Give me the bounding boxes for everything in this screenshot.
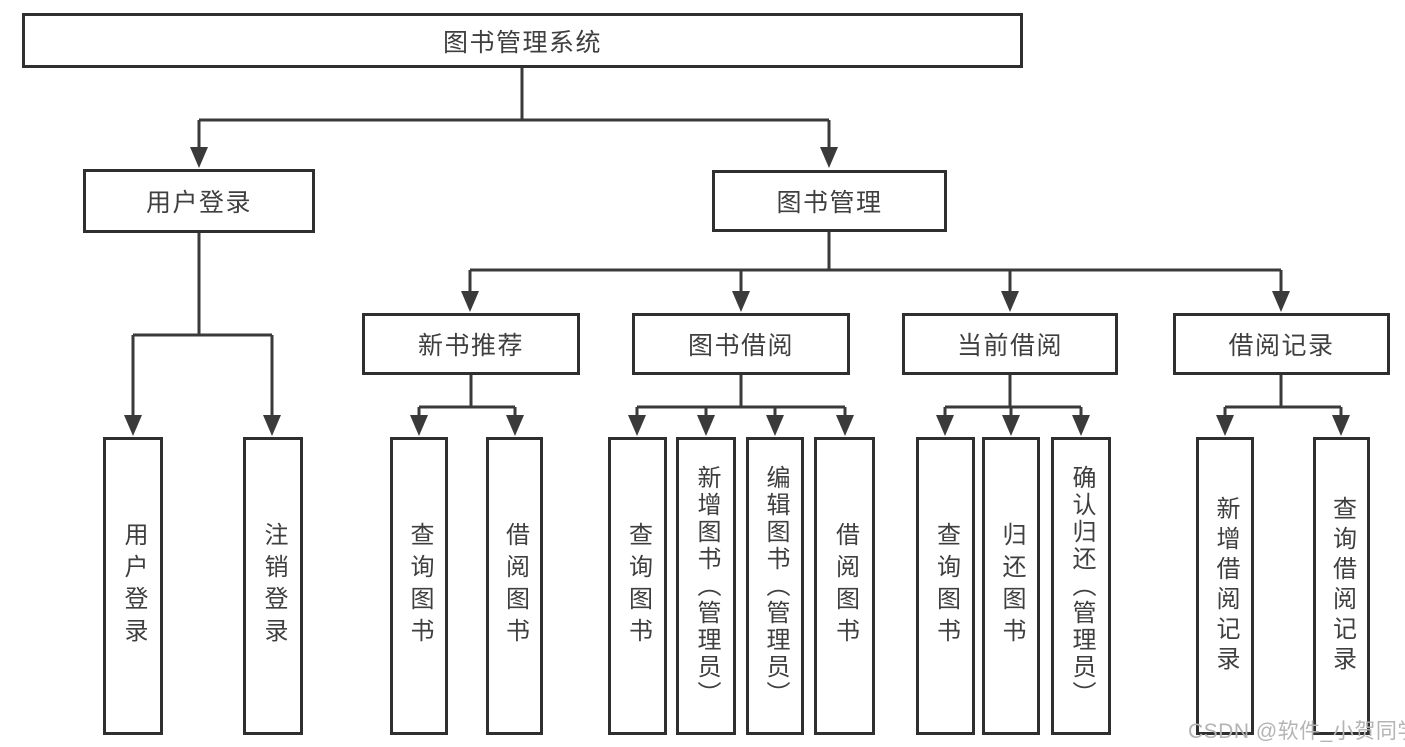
leaf-borrow-query-book-label: 查询图书 [624, 522, 652, 650]
leaf-borrow-edit-book-admin: 编辑图书（管理员） [746, 437, 804, 735]
leaf-borrow-edit-book-admin-label: 编辑图书（管理员） [762, 464, 789, 708]
node-user-login: 用户登录 [83, 169, 315, 233]
leaf-user-login-label: 用户登录 [120, 522, 147, 650]
leaf-records-query-record: 查询借阅记录 [1313, 437, 1370, 735]
node-borrow-records: 借阅记录 [1173, 313, 1390, 375]
leaf-current-return-book-label: 归还图书 [998, 522, 1025, 650]
node-root: 图书管理系统 [22, 13, 1023, 68]
leaf-borrow-borrow-book-label: 借阅图书 [831, 522, 859, 650]
leaf-current-confirm-return-admin: 确认归还（管理员） [1051, 437, 1111, 735]
leaf-records-add-record-label: 新增借阅记录 [1212, 496, 1239, 676]
node-current-borrow: 当前借阅 [902, 313, 1118, 375]
leaf-current-query-book-label: 查询图书 [932, 522, 960, 650]
leaf-recommend-query-book: 查询图书 [390, 437, 448, 735]
leaf-recommend-query-book-label: 查询图书 [406, 522, 433, 650]
leaf-current-query-book: 查询图书 [916, 437, 975, 735]
node-new-book-recommend: 新书推荐 [362, 313, 580, 375]
leaf-borrow-add-book-admin: 新增图书（管理员） [676, 437, 736, 735]
leaf-borrow-add-book-admin-label: 新增图书（管理员） [693, 464, 720, 708]
leaf-records-query-record-label: 查询借阅记录 [1328, 496, 1356, 676]
leaf-borrow-query-book: 查询图书 [608, 437, 667, 735]
leaf-recommend-borrow-book-label: 借阅图书 [501, 522, 529, 650]
leaf-user-login: 用户登录 [103, 437, 163, 735]
leaf-recommend-borrow-book: 借阅图书 [486, 437, 543, 735]
node-book-borrow: 图书借阅 [632, 313, 850, 375]
node-book-management: 图书管理 [712, 170, 947, 232]
leaf-current-confirm-return-admin-label: 确认归还（管理员） [1068, 464, 1095, 708]
csdn-watermark: CSDN @软件_小贺同学 [1188, 720, 1405, 743]
leaf-current-return-book: 归还图书 [982, 437, 1040, 735]
leaf-logout: 注销登录 [243, 437, 303, 735]
leaf-records-add-record: 新增借阅记录 [1196, 437, 1254, 735]
leaf-borrow-borrow-book: 借阅图书 [814, 437, 875, 735]
leaf-logout-label: 注销登录 [260, 522, 287, 650]
